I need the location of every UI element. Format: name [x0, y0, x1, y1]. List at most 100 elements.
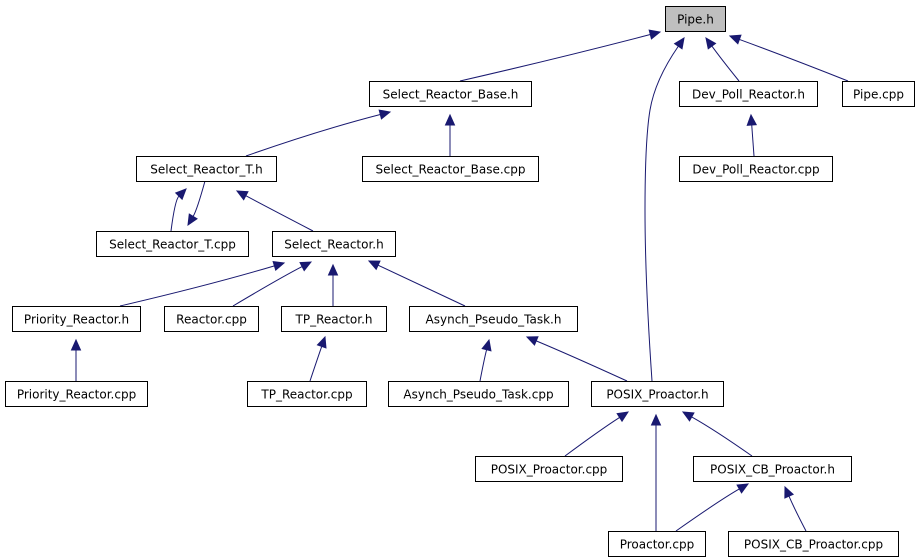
node-dev-poll-reactor-cpp[interactable]: Dev_Poll_Reactor.cpp: [679, 156, 833, 182]
edge-pipe-cpp-to-pipe-h: [728, 34, 849, 82]
edge-line: [245, 195, 314, 232]
arrowhead-icon: [650, 413, 662, 426]
node-label: Priority_Reactor.cpp: [17, 388, 136, 402]
edge-tp-reactor-cpp-to-tp-reactor-h: [309, 335, 327, 382]
edges-layer: [70, 29, 849, 532]
edge-tp-reactor-h-to-select-reactor-h: [327, 263, 339, 306]
edge-reactor-cpp-to-select-reactor-h: [232, 261, 313, 307]
node-label: Select_Reactor.h: [284, 238, 383, 252]
node-priority-reactor-h[interactable]: Priority_Reactor.h: [12, 306, 141, 332]
arrowhead-icon: [299, 261, 313, 272]
arrowhead-icon: [746, 113, 758, 126]
node-asynch-pseudo-task-h[interactable]: Asynch_Pseudo_Task.h: [409, 306, 578, 332]
node-asynch-pseudo-task-cpp[interactable]: Asynch_Pseudo_Task.cpp: [388, 381, 569, 407]
arrowhead-icon: [705, 37, 717, 50]
node-box[interactable]: [728, 531, 899, 557]
edge-line: [675, 488, 740, 532]
arrowhead-icon: [784, 485, 795, 499]
node-label: POSIX_CB_Proactor.h: [710, 463, 835, 477]
arrowhead-icon: [70, 338, 82, 351]
node-select-reactor-t-cpp[interactable]: Select_Reactor_T.cpp: [96, 231, 249, 257]
arrowhead-icon: [187, 213, 198, 227]
node-posix-proactor-cpp[interactable]: POSIX_Proactor.cpp: [475, 456, 623, 482]
node-reactor-cpp[interactable]: Reactor.cpp: [164, 306, 259, 332]
node-box[interactable]: [475, 456, 623, 482]
node-box[interactable]: [608, 531, 706, 557]
node-box[interactable]: [388, 381, 569, 407]
node-dev-poll-reactor-h[interactable]: Dev_Poll_Reactor.h: [679, 81, 818, 107]
edge-select-reactor-t-h-to-select-reactor-base-h: [245, 109, 392, 157]
edge-line: [691, 416, 753, 457]
edge-line: [711, 45, 740, 82]
node-pipe-cpp[interactable]: Pipe.cpp: [842, 81, 915, 107]
node-label: Dev_Poll_Reactor.h: [692, 88, 805, 102]
node-label: POSIX_Proactor.h: [606, 388, 708, 402]
edge-line: [119, 265, 275, 307]
node-box[interactable]: [409, 306, 578, 332]
node-box[interactable]: [247, 381, 367, 407]
node-pipe-h[interactable]: Pipe.h: [665, 6, 726, 32]
node-select-reactor-base-h[interactable]: Select_Reactor_Base.h: [369, 81, 532, 107]
node-box[interactable]: [5, 381, 148, 407]
arrowhead-icon: [673, 36, 685, 50]
node-posix-cb-proactor-cpp[interactable]: POSIX_CB_Proactor.cpp: [728, 531, 899, 557]
node-posix-cb-proactor-h[interactable]: POSIX_CB_Proactor.h: [693, 456, 852, 482]
edge-line: [459, 34, 651, 82]
node-box[interactable]: [665, 6, 726, 32]
edge-line: [536, 340, 628, 382]
node-label: TP_Reactor.h: [295, 313, 373, 327]
node-box[interactable]: [591, 381, 724, 407]
edge-proactor-cpp-to-posix-cb-proactor-h: [675, 483, 750, 532]
edge-line: [739, 38, 849, 82]
node-box[interactable]: [96, 231, 249, 257]
arrowhead-icon: [316, 335, 327, 349]
node-box[interactable]: [362, 156, 539, 182]
edge-select-reactor-t-h-to-select-reactor-t-cpp: [187, 180, 206, 227]
edge-asynch-pseudo-task-h-to-select-reactor-h: [367, 260, 466, 307]
edge-proactor-cpp-to-posix-proactor-h: [650, 413, 662, 531]
arrowhead-icon: [378, 109, 392, 120]
edge-posix-proactor-h-to-asynch-pseudo-task-h: [525, 336, 628, 382]
edge-posix-proactor-cpp-to-posix-proactor-h: [564, 411, 630, 457]
node-label: Select_Reactor_Base.h: [383, 88, 519, 102]
node-tp-reactor-h[interactable]: TP_Reactor.h: [281, 306, 387, 332]
node-box[interactable]: [693, 456, 852, 482]
edge-line: [245, 114, 381, 157]
node-tp-reactor-cpp[interactable]: TP_Reactor.cpp: [247, 381, 367, 407]
arrowhead-icon: [444, 113, 456, 126]
edge-line: [232, 266, 303, 307]
arrowhead-icon: [728, 34, 742, 45]
edge-line: [751, 124, 755, 157]
node-box[interactable]: [369, 81, 532, 107]
arrowhead-icon: [235, 190, 249, 201]
arrowhead-icon: [481, 338, 492, 352]
node-label: Reactor.cpp: [176, 313, 247, 327]
node-label: TP_Reactor.cpp: [260, 388, 352, 402]
node-box[interactable]: [679, 156, 833, 182]
node-posix-proactor-h[interactable]: POSIX_Proactor.h: [591, 381, 724, 407]
node-box[interactable]: [842, 81, 915, 107]
node-box[interactable]: [164, 306, 259, 332]
arrowhead-icon: [525, 336, 539, 346]
edge-asynch-pseudo-task-cpp-to-asynch-pseudo-task-h: [479, 338, 492, 382]
edge-dev-poll-reactor-cpp-to-dev-poll-reactor-h: [746, 113, 758, 157]
node-label: POSIX_CB_Proactor.cpp: [744, 538, 883, 552]
node-box[interactable]: [281, 306, 387, 332]
node-priority-reactor-cpp[interactable]: Priority_Reactor.cpp: [5, 381, 148, 407]
node-label: Asynch_Pseudo_Task.cpp: [403, 388, 553, 402]
node-label: Dev_Poll_Reactor.cpp: [692, 163, 819, 177]
node-select-reactor-t-h[interactable]: Select_Reactor_T.h: [136, 156, 277, 182]
edge-select-reactor-base-cpp-to-select-reactor-base-h: [444, 113, 456, 156]
edge-priority-reactor-h-to-select-reactor-h: [119, 260, 286, 307]
node-box[interactable]: [136, 156, 277, 182]
node-label: Select_Reactor_Base.cpp: [376, 163, 526, 177]
node-select-reactor-h[interactable]: Select_Reactor.h: [272, 231, 396, 257]
node-box[interactable]: [12, 306, 141, 332]
node-box[interactable]: [679, 81, 818, 107]
node-select-reactor-base-cpp[interactable]: Select_Reactor_Base.cpp: [362, 156, 539, 182]
node-proactor-cpp[interactable]: Proactor.cpp: [608, 531, 706, 557]
edge-posix-proactor-h-to-pipe-h: [644, 36, 685, 382]
node-box[interactable]: [272, 231, 396, 257]
